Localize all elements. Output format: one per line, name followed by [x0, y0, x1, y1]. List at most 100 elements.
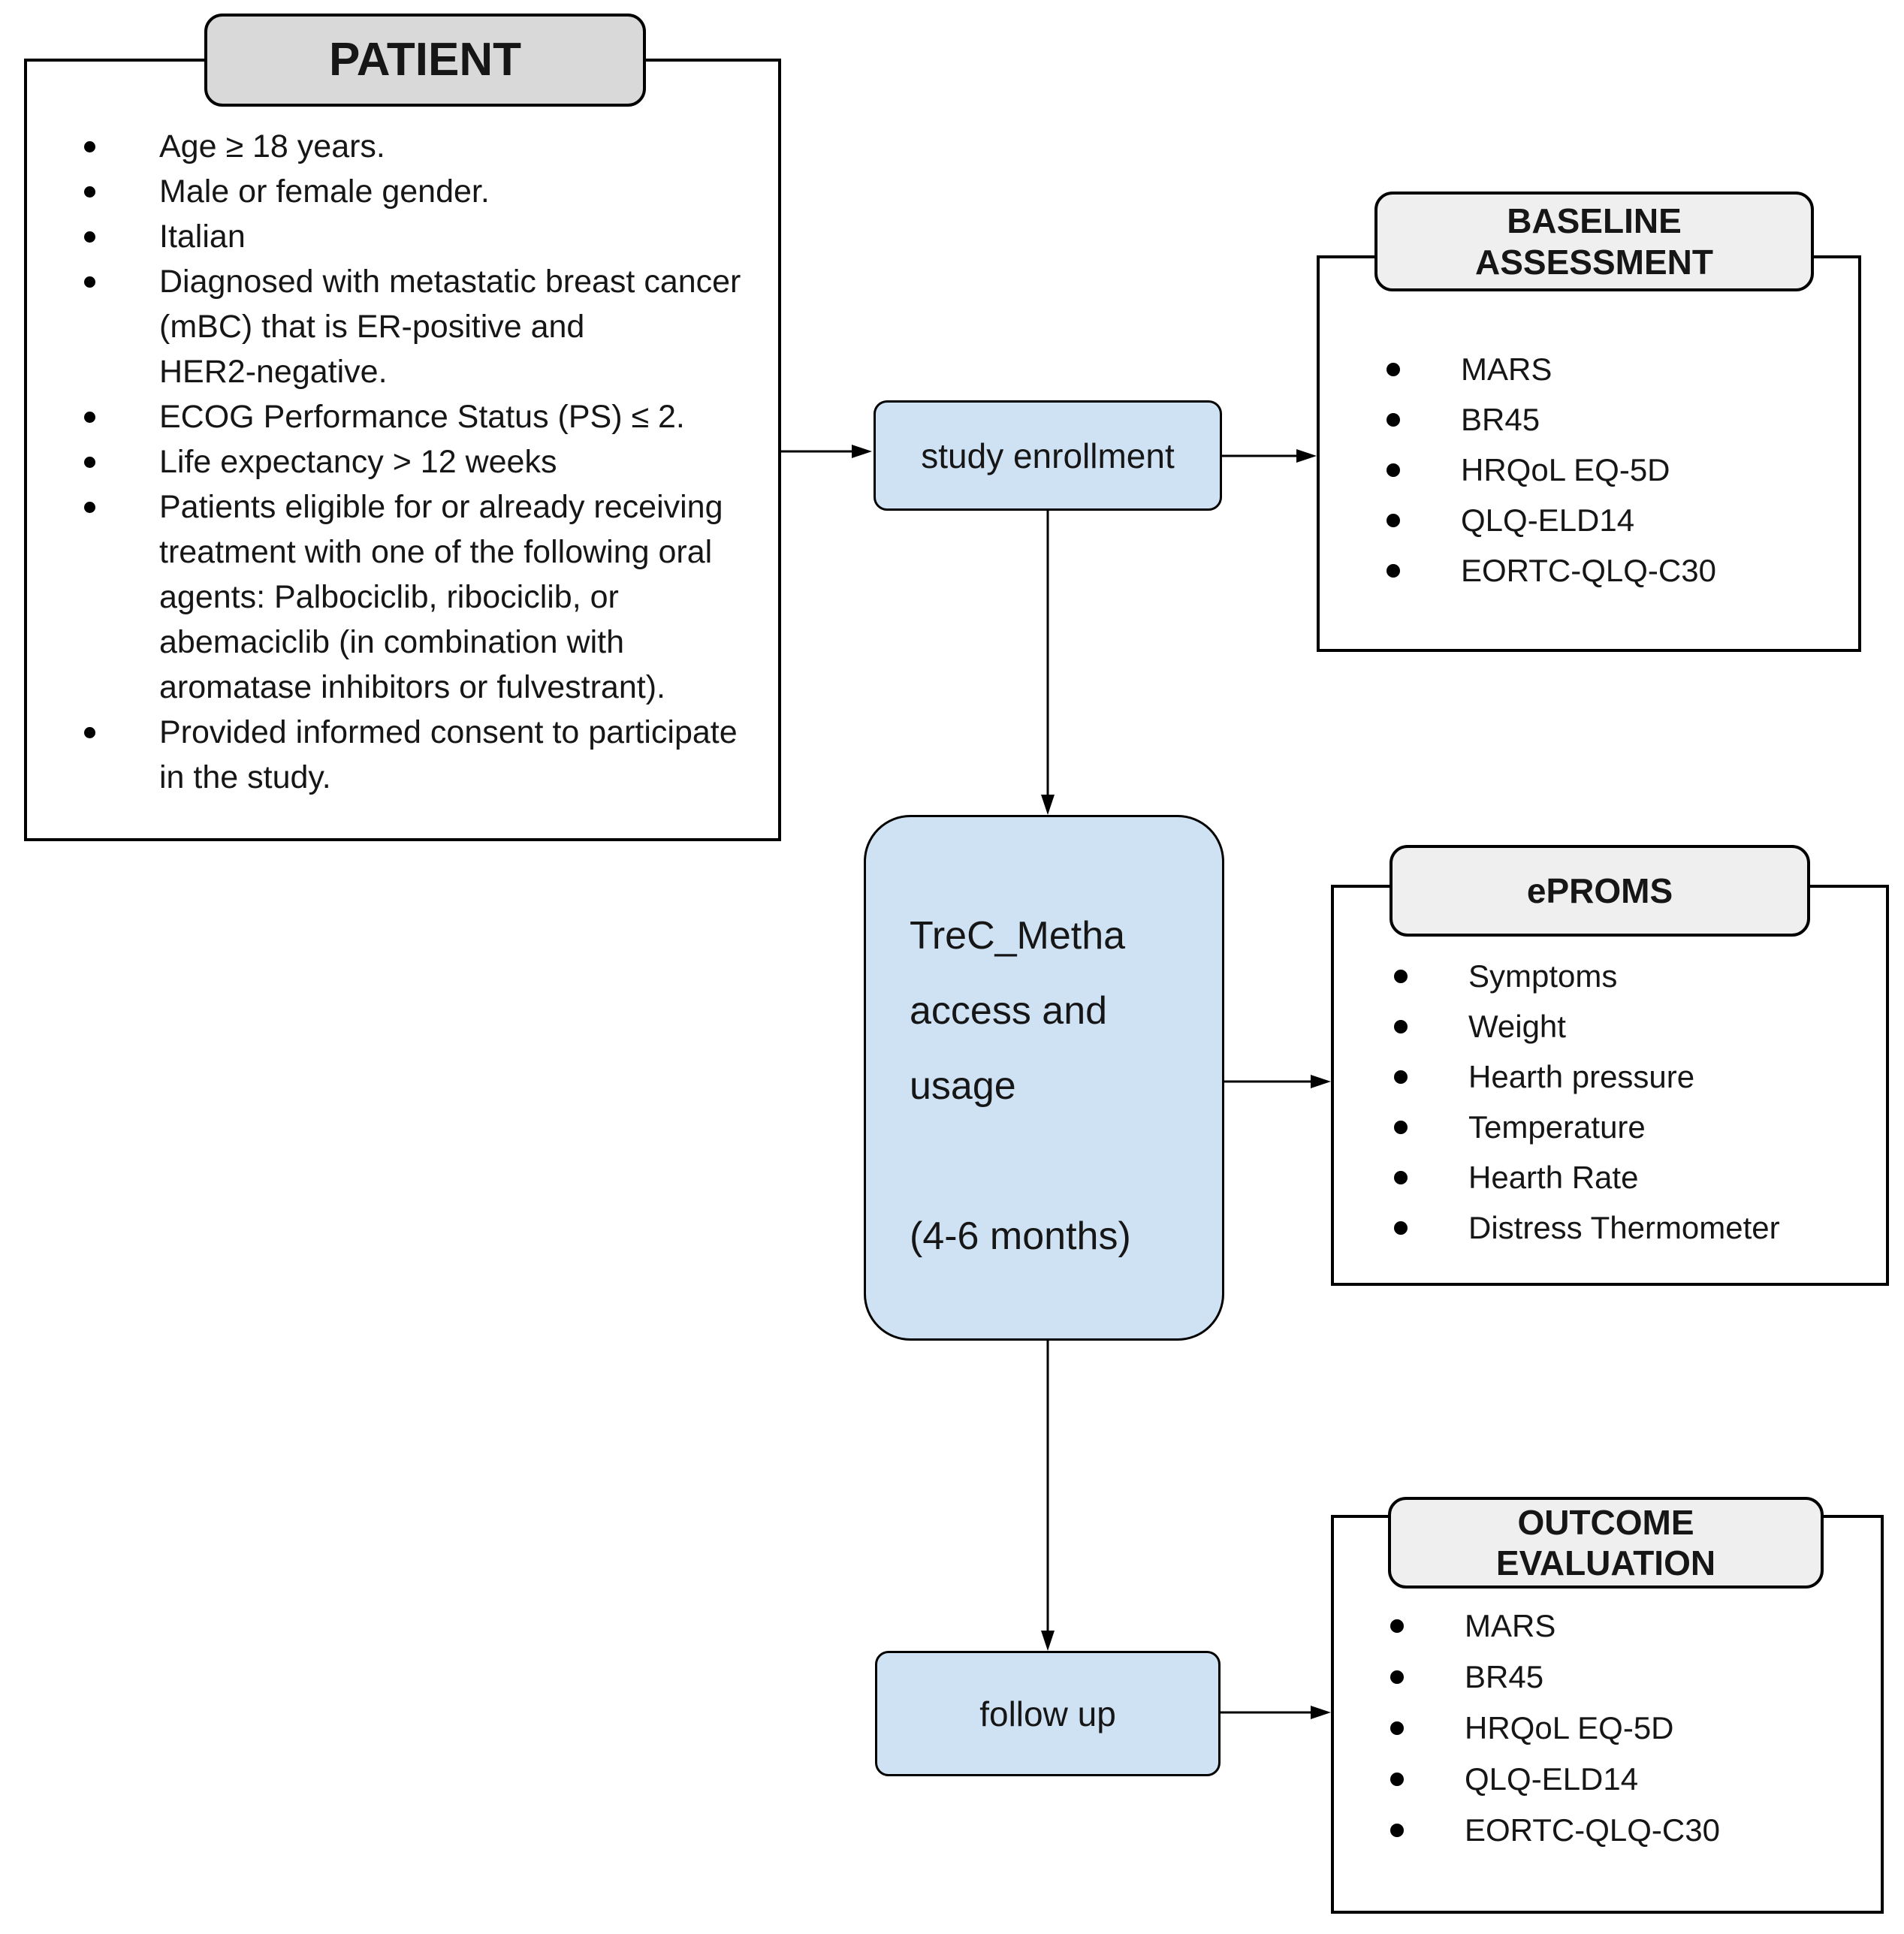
bullet-icon [1390, 1773, 1404, 1786]
baseline-assessment-text: EORTC-QLQ-C30 [1461, 553, 1716, 588]
eproms-text: Temperature [1468, 1109, 1646, 1145]
patient-header: PATIENT [204, 14, 646, 107]
outcome-evaluation-item: MARS [1386, 1601, 1851, 1652]
bullet-icon [1390, 1721, 1404, 1735]
arrow-enrollment-to-baseline [1222, 449, 1317, 463]
outcome-evaluation-text: MARS [1465, 1608, 1556, 1643]
patient-criteria-item: ECOG Performance Status (PS) ≤ 2. [75, 394, 759, 439]
trec-metha-lines: TreC_Metha access and usage (4-6 months) [910, 898, 1131, 1274]
bullet-icon [1394, 1070, 1408, 1084]
trec-metha-line [910, 1124, 1131, 1199]
patient-criteria-item: Life expectancy > 12 weeks [75, 439, 759, 484]
bullet-icon [1390, 1670, 1404, 1684]
study-enrollment-step: study enrollment [874, 400, 1222, 511]
arrow-enrollment-to-trec [1041, 511, 1055, 815]
eproms-text: Weight [1468, 1009, 1566, 1044]
eproms-text: Symptoms [1468, 958, 1618, 994]
patient-criteria-item: Patients eligible for or already receivi… [75, 484, 759, 710]
trec-metha-line: usage [910, 1064, 1016, 1108]
baseline-assessment-text: BR45 [1461, 402, 1540, 437]
patient-criteria-item: Diagnosed with metastatic breast cancer … [75, 259, 759, 394]
eproms-panel [1331, 885, 1889, 1286]
bullet-icon [1390, 1824, 1404, 1837]
bullet-icon [1394, 1221, 1408, 1235]
trec-metha-line: (4-6 months) [910, 1214, 1131, 1258]
baseline-assessment-item: QLQ-ELD14 [1382, 495, 1833, 545]
baseline-assessment-item: HRQoL EQ-5D [1382, 445, 1833, 495]
outcome-evaluation-header: OUTCOME EVALUATION [1388, 1497, 1824, 1589]
bullet-icon [1387, 564, 1400, 578]
patient-criteria-item: Male or female gender. [75, 169, 759, 214]
patient-criteria-panel [24, 59, 781, 841]
bullet-icon [1387, 363, 1400, 376]
patient-criteria-text: Age ≥ 18 years. [159, 128, 385, 164]
study-enrollment-label: study enrollment [921, 436, 1175, 475]
eproms-item: Temperature [1390, 1102, 1870, 1152]
bullet-icon [84, 276, 95, 288]
patient-criteria-list: Age ≥ 18 years. Male or female gender. I… [75, 124, 759, 800]
patient-criteria-text: ECOG Performance Status (PS) ≤ 2. [159, 399, 685, 435]
outcome-evaluation-item: QLQ-ELD14 [1386, 1754, 1851, 1805]
eproms-text: Hearth Rate [1468, 1160, 1639, 1195]
baseline-assessment-text: HRQoL EQ-5D [1461, 452, 1670, 487]
follow-up-step: follow up [875, 1651, 1221, 1776]
patient-title: PATIENT [328, 34, 522, 86]
eproms-item: Symptoms [1390, 951, 1870, 1001]
eproms-text: Hearth pressure [1468, 1059, 1695, 1094]
patient-criteria-item: Age ≥ 18 years. [75, 124, 759, 169]
bullet-icon [1390, 1619, 1404, 1633]
eproms-item: Distress Thermometer [1390, 1202, 1870, 1253]
eproms-item: Hearth Rate [1390, 1152, 1870, 1202]
trec-metha-line: TreC_Metha [910, 914, 1126, 958]
outcome-evaluation-title: OUTCOME EVALUATION [1495, 1502, 1716, 1583]
trec-metha-line: access and [910, 989, 1108, 1033]
bullet-icon [1394, 970, 1408, 983]
bullet-icon [84, 186, 95, 198]
baseline-assessment-text: MARS [1461, 351, 1552, 387]
outcome-evaluation-item: HRQoL EQ-5D [1386, 1703, 1851, 1754]
patient-criteria-item: Provided informed consent to participate… [75, 710, 759, 800]
bullet-icon [1394, 1121, 1408, 1134]
baseline-assessment-item: BR45 [1382, 394, 1833, 445]
bullet-icon [1387, 514, 1400, 527]
bullet-icon [84, 457, 95, 468]
bullet-icon [84, 141, 95, 152]
eproms-list: Symptoms Weight Hearth pressure Temperat… [1390, 951, 1870, 1253]
bullet-icon [1394, 1171, 1408, 1184]
baseline-assessment-text: QLQ-ELD14 [1461, 502, 1635, 538]
patient-criteria-text: Italian [159, 219, 246, 255]
patient-criteria-item: Italian [75, 214, 759, 259]
bullet-icon [1387, 463, 1400, 477]
arrow-patient-to-enrollment [781, 445, 872, 458]
bullet-icon [1394, 1020, 1408, 1033]
patient-criteria-text: Life expectancy > 12 weeks [159, 444, 557, 480]
baseline-assessment-item: MARS [1382, 344, 1833, 394]
patient-criteria-text: Diagnosed with metastatic breast cancer … [159, 264, 741, 390]
baseline-assessment-title: BASELINE ASSESSMENT [1475, 201, 1713, 282]
outcome-evaluation-text: QLQ-ELD14 [1465, 1761, 1639, 1797]
bullet-icon [84, 412, 95, 423]
patient-criteria-text: Provided informed consent to participate… [159, 714, 738, 795]
bullet-icon [84, 727, 95, 738]
baseline-assessment-item: EORTC-QLQ-C30 [1382, 545, 1833, 596]
baseline-assessment-header: BASELINE ASSESSMENT [1374, 192, 1814, 291]
arrow-trec-to-followup [1041, 1341, 1055, 1651]
outcome-evaluation-item: EORTC-QLQ-C30 [1386, 1805, 1851, 1856]
outcome-evaluation-text: BR45 [1465, 1659, 1544, 1694]
bullet-icon [84, 231, 95, 243]
outcome-evaluation-list: MARS BR45 HRQoL EQ-5D QLQ-ELD14 EORTC-QL… [1386, 1601, 1851, 1856]
bullet-icon [1387, 413, 1400, 427]
eproms-title: ePROMS [1526, 870, 1673, 910]
arrow-trec-to-eproms [1224, 1075, 1331, 1088]
trec-metha-step: TreC_Metha access and usage (4-6 months) [864, 815, 1224, 1341]
eproms-item: Hearth pressure [1390, 1051, 1870, 1102]
follow-up-label: follow up [979, 1694, 1116, 1733]
patient-criteria-text: Male or female gender. [159, 173, 490, 210]
eproms-item: Weight [1390, 1001, 1870, 1051]
outcome-evaluation-item: BR45 [1386, 1652, 1851, 1703]
outcome-evaluation-text: EORTC-QLQ-C30 [1465, 1812, 1720, 1848]
baseline-assessment-list: MARS BR45 HRQoL EQ-5D QLQ-ELD14 EORTC-QL… [1382, 344, 1833, 596]
bullet-icon [84, 502, 95, 513]
